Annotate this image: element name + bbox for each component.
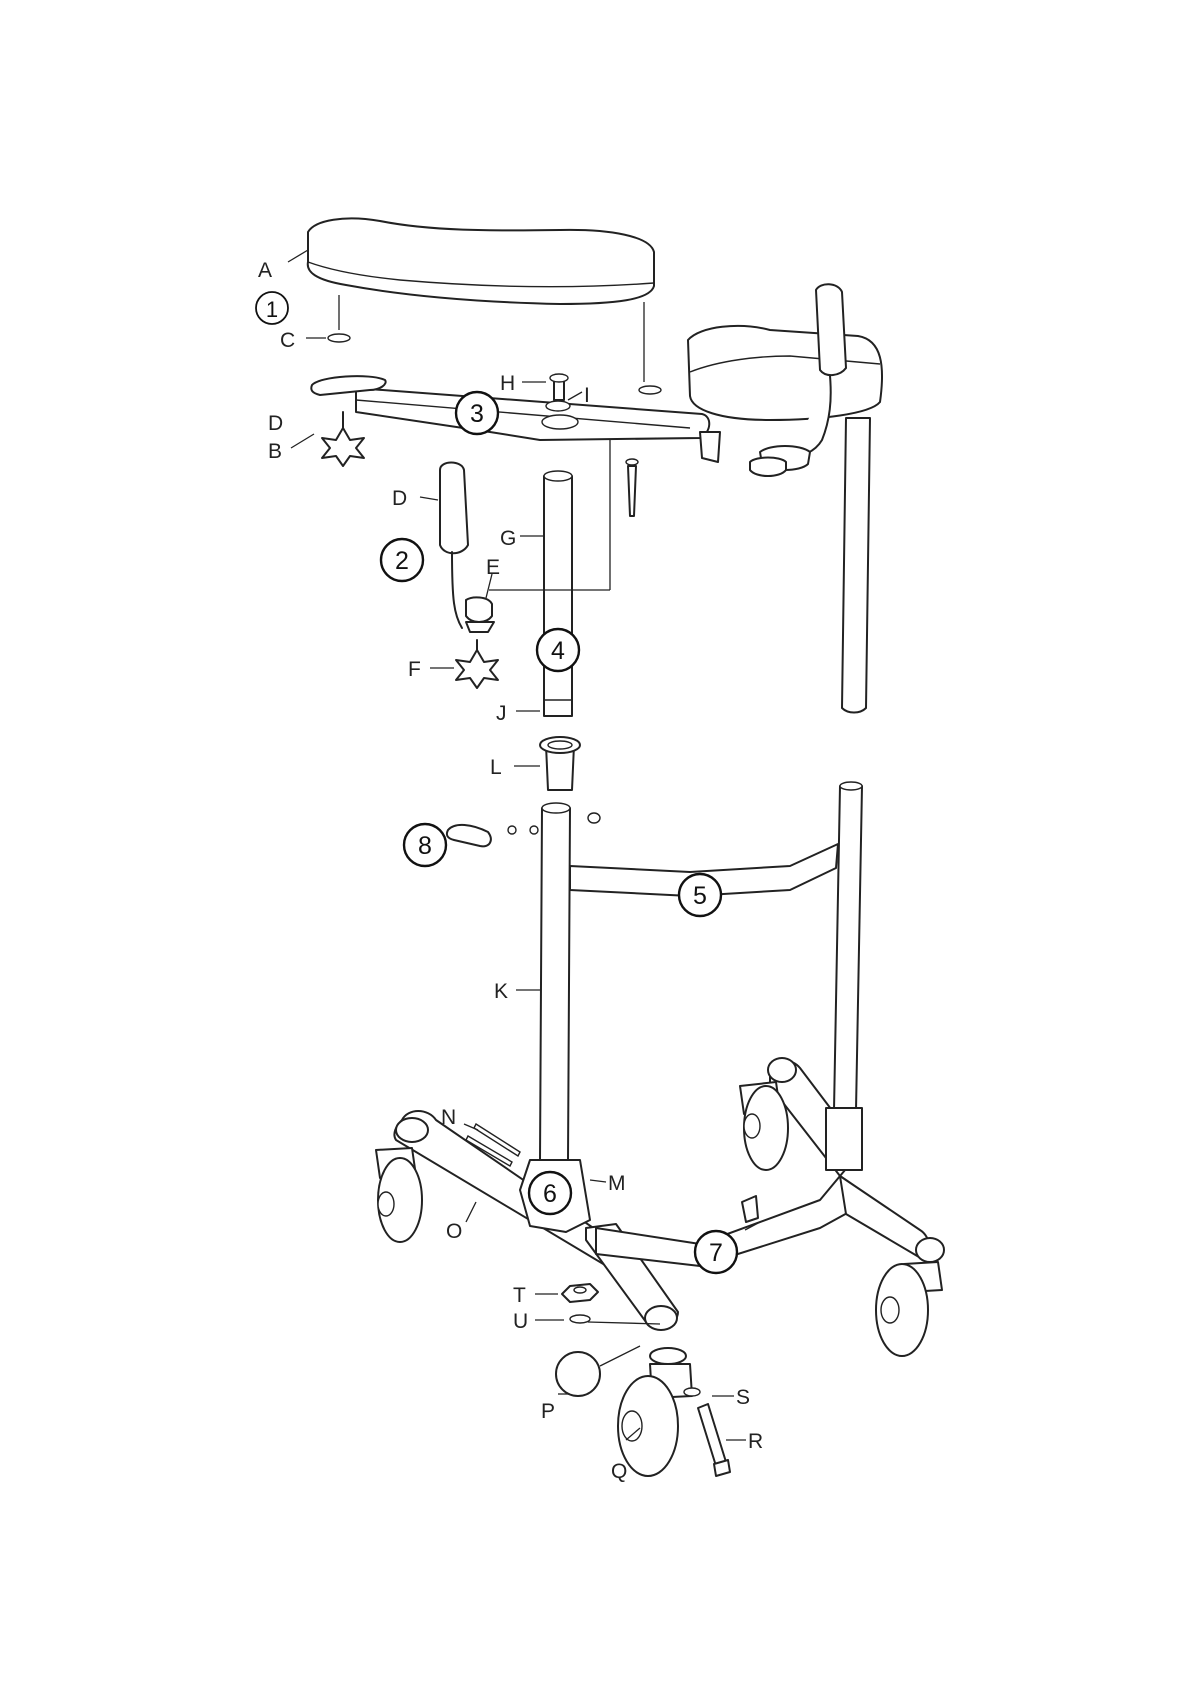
caster-left bbox=[376, 1148, 422, 1242]
label-s: S bbox=[736, 1386, 750, 1409]
step-3-marker: 3 bbox=[456, 392, 498, 434]
label-d: D bbox=[268, 412, 283, 435]
tube-g bbox=[544, 471, 572, 716]
bolt-r bbox=[698, 1404, 730, 1476]
step-5-marker: 5 bbox=[679, 874, 721, 916]
washer-i bbox=[546, 401, 570, 411]
label-a: A bbox=[258, 259, 272, 282]
star-knob-b bbox=[322, 412, 364, 466]
step-1-marker: 1 bbox=[256, 292, 288, 324]
caster-right bbox=[876, 1262, 942, 1356]
tube-k bbox=[540, 803, 570, 1160]
forearm-pad-right bbox=[688, 326, 882, 420]
label-n: N bbox=[441, 1106, 456, 1129]
label-k: K bbox=[494, 980, 508, 1003]
label-g: G bbox=[500, 527, 516, 550]
label-b: B bbox=[268, 440, 282, 463]
label-c: C bbox=[280, 329, 295, 352]
bushing-l bbox=[540, 737, 580, 790]
label-m: M bbox=[608, 1172, 626, 1195]
label-h: H bbox=[500, 372, 515, 395]
handle-d bbox=[440, 463, 494, 633]
step-7-number: 7 bbox=[709, 1239, 723, 1267]
label-u: U bbox=[513, 1310, 528, 1333]
washer-c bbox=[328, 334, 350, 342]
rear-upright bbox=[834, 782, 862, 1110]
step-2-marker: 2 bbox=[381, 539, 423, 581]
step-8-number: 8 bbox=[418, 832, 432, 860]
forearm-pad-left bbox=[308, 218, 654, 304]
label-o: O bbox=[446, 1220, 462, 1243]
washer-s bbox=[684, 1388, 700, 1396]
caster-back bbox=[740, 1082, 788, 1170]
star-knob-f bbox=[456, 640, 498, 688]
label-j: J bbox=[496, 702, 507, 725]
step-1-number: 1 bbox=[266, 297, 278, 322]
step-2-number: 2 bbox=[395, 547, 409, 575]
step-8-marker: 8 bbox=[404, 824, 446, 866]
brake-lever bbox=[447, 813, 600, 846]
label-l: L bbox=[490, 756, 502, 779]
label-f: F bbox=[408, 658, 421, 681]
step-6-marker: 6 bbox=[529, 1172, 571, 1214]
step-5-number: 5 bbox=[693, 882, 707, 910]
label-p: P bbox=[541, 1400, 555, 1423]
step-4-number: 4 bbox=[551, 637, 565, 665]
cap-p bbox=[556, 1352, 600, 1396]
label-d-handle: D bbox=[392, 487, 407, 510]
label-e: E bbox=[486, 556, 500, 579]
washer-right bbox=[639, 386, 661, 394]
label-i: I bbox=[584, 384, 590, 407]
base-frame bbox=[394, 1058, 944, 1330]
caster-front-q bbox=[618, 1348, 692, 1476]
nut-t bbox=[562, 1284, 598, 1302]
step-7-marker: 7 bbox=[695, 1231, 737, 1273]
label-r: R bbox=[748, 1430, 763, 1453]
bolt-h bbox=[550, 374, 568, 400]
label-t: T bbox=[513, 1284, 526, 1307]
step-6-number: 6 bbox=[543, 1180, 557, 1208]
washer-u bbox=[570, 1315, 590, 1323]
step-4-marker: 4 bbox=[537, 629, 579, 671]
step-3-number: 3 bbox=[470, 400, 484, 428]
label-q: Q bbox=[611, 1460, 627, 1483]
